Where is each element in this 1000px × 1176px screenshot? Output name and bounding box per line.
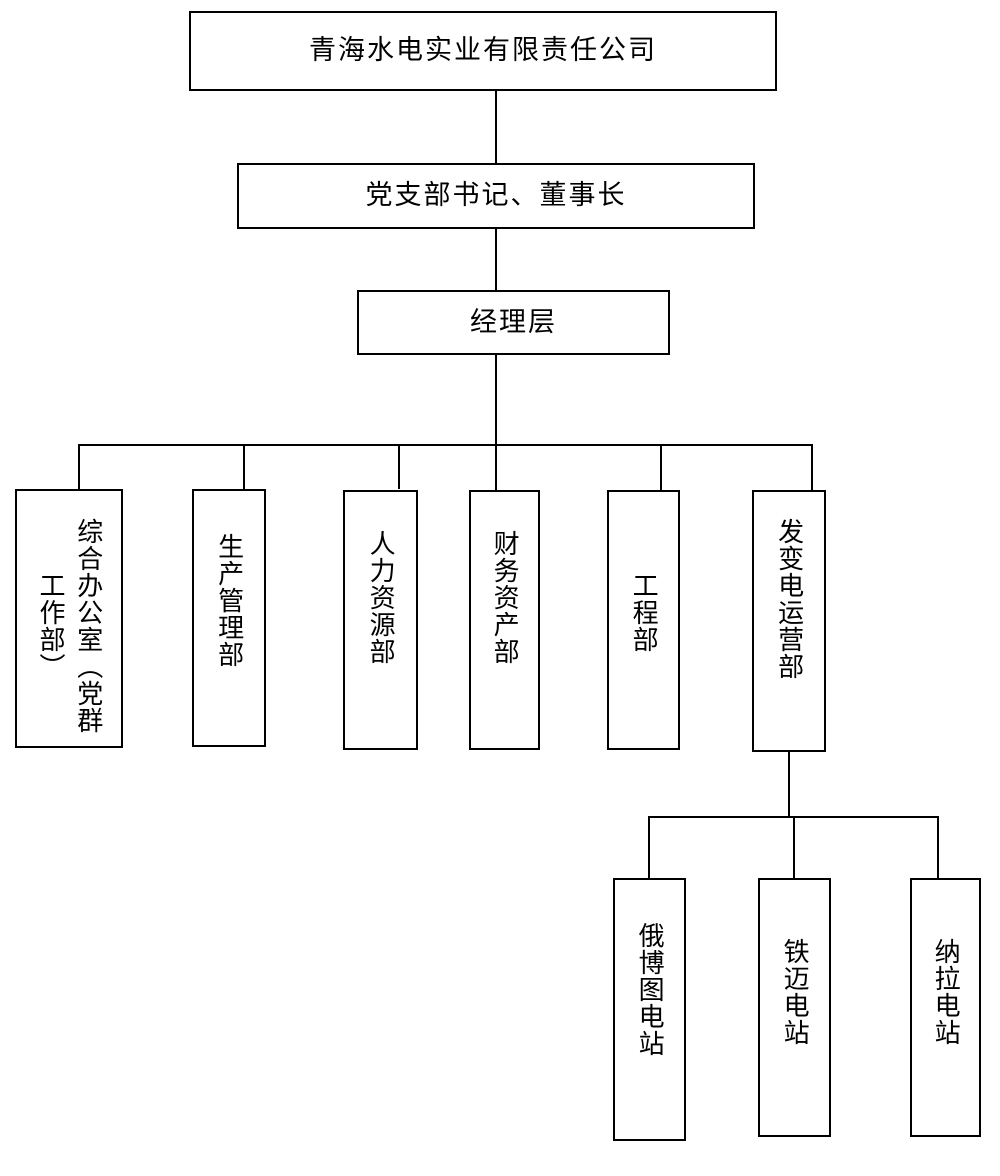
node-general-office[interactable]: 综合办公室（党群工作部）: [15, 489, 123, 748]
node-engineering[interactable]: 工程部: [607, 490, 680, 750]
node-company-label: 青海水电实业有限责任公司: [309, 35, 657, 66]
node-ebotu-station[interactable]: 俄博图电站: [613, 878, 686, 1141]
node-human-resources[interactable]: 人力资源部: [343, 490, 418, 750]
drop-to-ebotu-station: [648, 816, 650, 878]
node-general-office-label: 综合办公室（党群工作部）: [36, 517, 103, 734]
node-engineering-label: 工程部: [629, 572, 659, 653]
connector-operations-to-station-bus: [788, 752, 790, 817]
node-company[interactable]: 青海水电实业有限责任公司: [189, 11, 777, 91]
node-tiemai-station-label: 铁迈电站: [780, 938, 810, 1046]
node-nala-station[interactable]: 纳拉电站: [910, 878, 981, 1137]
drop-to-power-transmission-operations: [811, 444, 813, 490]
connector-management-to-bus: [495, 355, 497, 445]
node-production-management[interactable]: 生产管理部: [192, 489, 266, 747]
node-nala-station-label: 纳拉电站: [931, 938, 961, 1046]
connector-company-to-leadership: [495, 91, 497, 163]
node-power-transmission-operations[interactable]: 发变电运营部: [752, 490, 826, 752]
node-finance-assets[interactable]: 财务资产部: [469, 490, 540, 750]
drop-to-tiemai-station: [793, 816, 795, 878]
node-management-layer-label: 经理层: [470, 306, 557, 337]
node-power-transmission-operations-label: 发变电运营部: [774, 518, 804, 680]
connector-leadership-to-management: [495, 229, 497, 290]
node-party-secretary-chairman[interactable]: 党支部书记、董事长: [237, 163, 755, 229]
node-production-management-label: 生产管理部: [214, 533, 244, 668]
node-ebotu-station-label: 俄博图电站: [635, 922, 665, 1057]
drop-to-finance-assets: [495, 444, 497, 490]
drop-to-human-resources: [398, 444, 400, 489]
drop-to-nala-station: [937, 816, 939, 878]
drop-to-production-management: [243, 444, 245, 489]
node-tiemai-station[interactable]: 铁迈电站: [758, 878, 831, 1137]
drop-to-general-office: [78, 444, 80, 489]
node-finance-assets-label: 财务资产部: [490, 530, 520, 665]
node-party-secretary-chairman-label: 党支部书记、董事长: [365, 180, 627, 211]
drop-to-engineering: [660, 444, 662, 490]
department-bus: [78, 444, 813, 446]
node-human-resources-label: 人力资源部: [366, 530, 396, 665]
node-management-layer[interactable]: 经理层: [357, 290, 670, 355]
